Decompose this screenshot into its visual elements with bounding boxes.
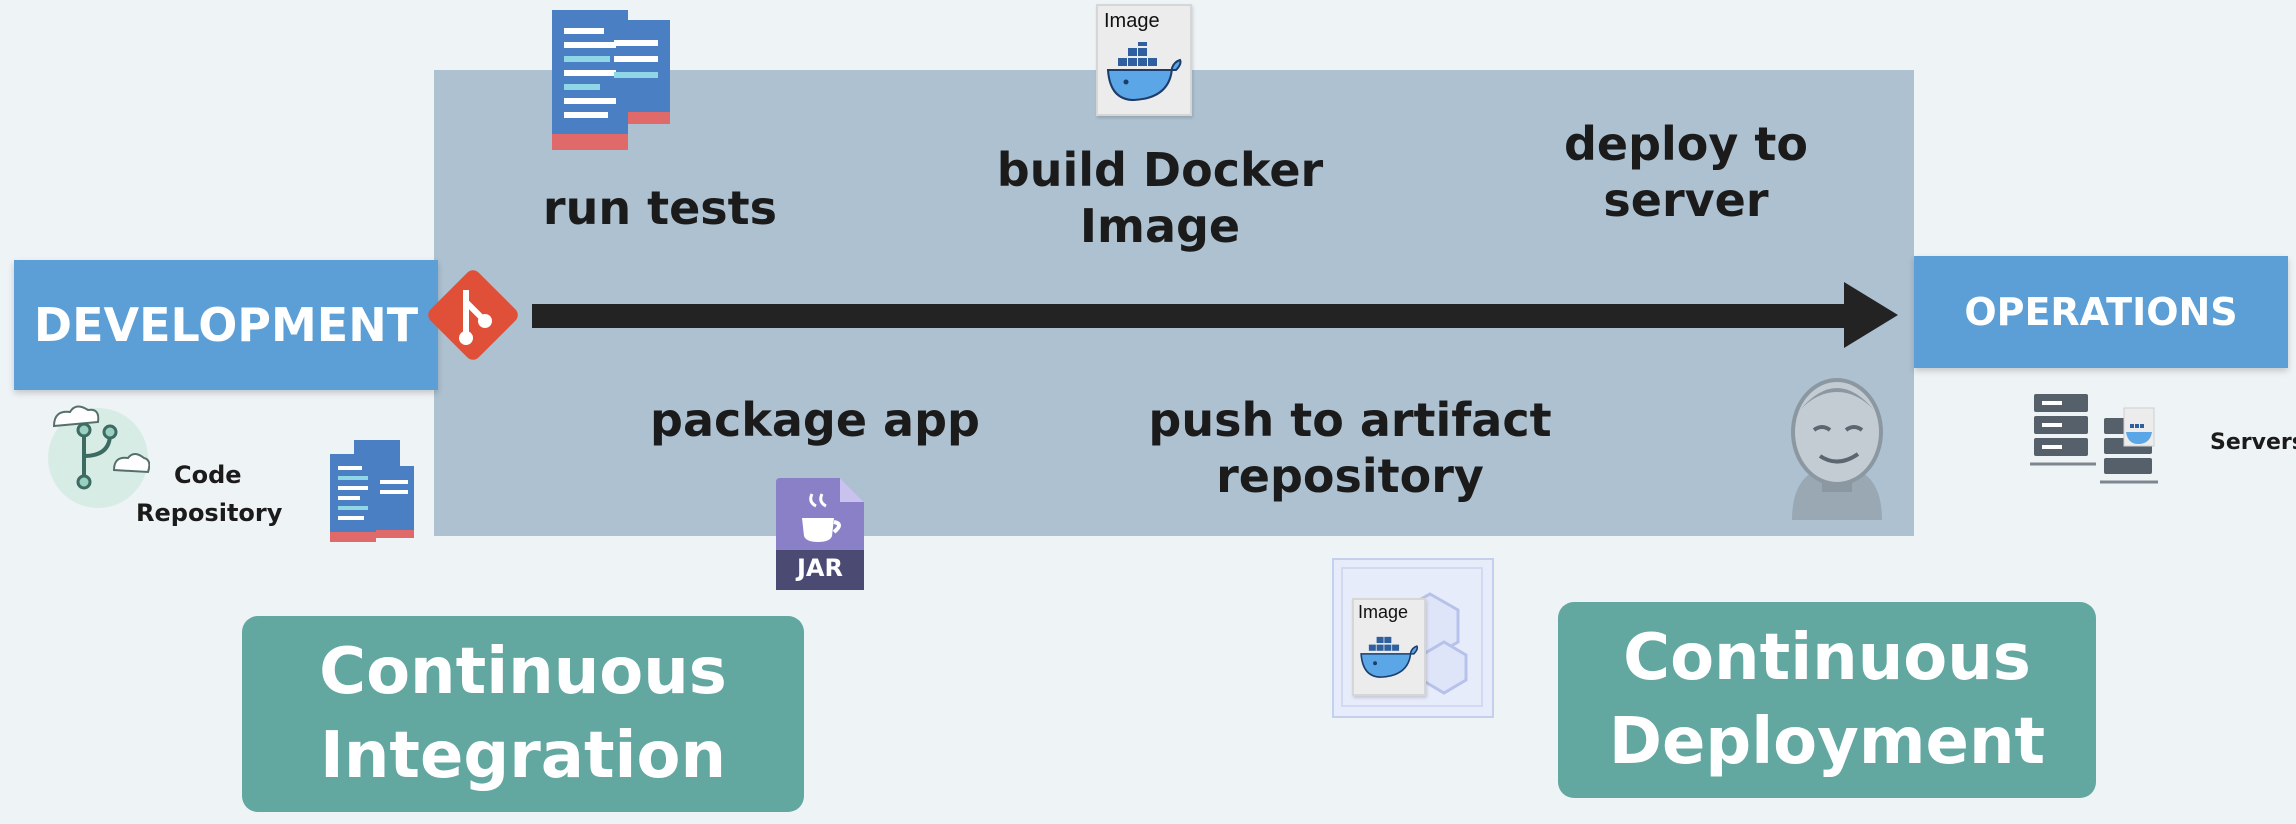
- stage-build-docker-image: build Docker Image: [960, 142, 1360, 254]
- stage-push-line2: repository: [1216, 449, 1484, 503]
- code-repository-line2: Repository: [136, 499, 283, 527]
- operations-box: OPERATIONS: [1914, 256, 2288, 368]
- stage-build-line2: Image: [1079, 199, 1241, 253]
- artifact-image-card-label: Image: [1358, 602, 1409, 622]
- servers-icon: [2030, 394, 2158, 484]
- stage-deploy-line1: deploy to: [1563, 117, 1808, 171]
- pipeline-arrow: [532, 282, 1898, 348]
- docker-whale-icon: [1106, 42, 1182, 102]
- stage-build-line1: build Docker: [996, 143, 1324, 197]
- stage-run-tests: run tests: [510, 180, 810, 236]
- development-label: DEVELOPMENT: [33, 298, 419, 352]
- jar-file-icon: JAR: [774, 478, 866, 590]
- continuous-deployment-line1: Continuous: [1623, 621, 2031, 695]
- continuous-integration-line2: Integration: [320, 719, 726, 793]
- docker-image-card-label: Image: [1104, 10, 1160, 32]
- artifact-image-card: Image: [1352, 598, 1426, 696]
- development-box: DEVELOPMENT: [14, 260, 438, 390]
- git-icon: [428, 270, 518, 360]
- jenkins-icon: [1791, 378, 1883, 520]
- stage-push-line1: push to artifact: [1148, 393, 1552, 447]
- stage-run-tests-text: run tests: [542, 181, 778, 235]
- continuous-deployment-line2: Deployment: [1608, 705, 2046, 779]
- stage-push-artifact: push to artifact repository: [1120, 392, 1580, 504]
- servers-label: Servers: [2210, 430, 2296, 455]
- docker-image-card: Image: [1096, 4, 1192, 116]
- continuous-integration-box: Continuous Integration: [242, 616, 804, 812]
- artifact-repository-icon: Image: [1332, 558, 1494, 718]
- docker-whale-small-icon: [1360, 636, 1419, 678]
- pipeline-panel: [434, 70, 1914, 536]
- stage-deploy-line2: server: [1603, 173, 1769, 227]
- test-documents-icon: [552, 10, 670, 150]
- stage-package-app: package app: [620, 392, 1010, 448]
- continuous-integration-line1: Continuous: [319, 635, 727, 709]
- stage-package-app-text: package app: [650, 393, 980, 447]
- code-repository-label: Code Repository: [136, 456, 296, 532]
- jar-label: JAR: [797, 554, 843, 582]
- code-documents-icon: [330, 440, 414, 542]
- stage-deploy-to-server: deploy to server: [1516, 116, 1856, 228]
- code-repository-line1: Code: [174, 461, 242, 489]
- code-repository-icon: [48, 405, 150, 508]
- operations-label: OPERATIONS: [1964, 290, 2238, 334]
- continuous-deployment-box: Continuous Deployment: [1558, 602, 2096, 798]
